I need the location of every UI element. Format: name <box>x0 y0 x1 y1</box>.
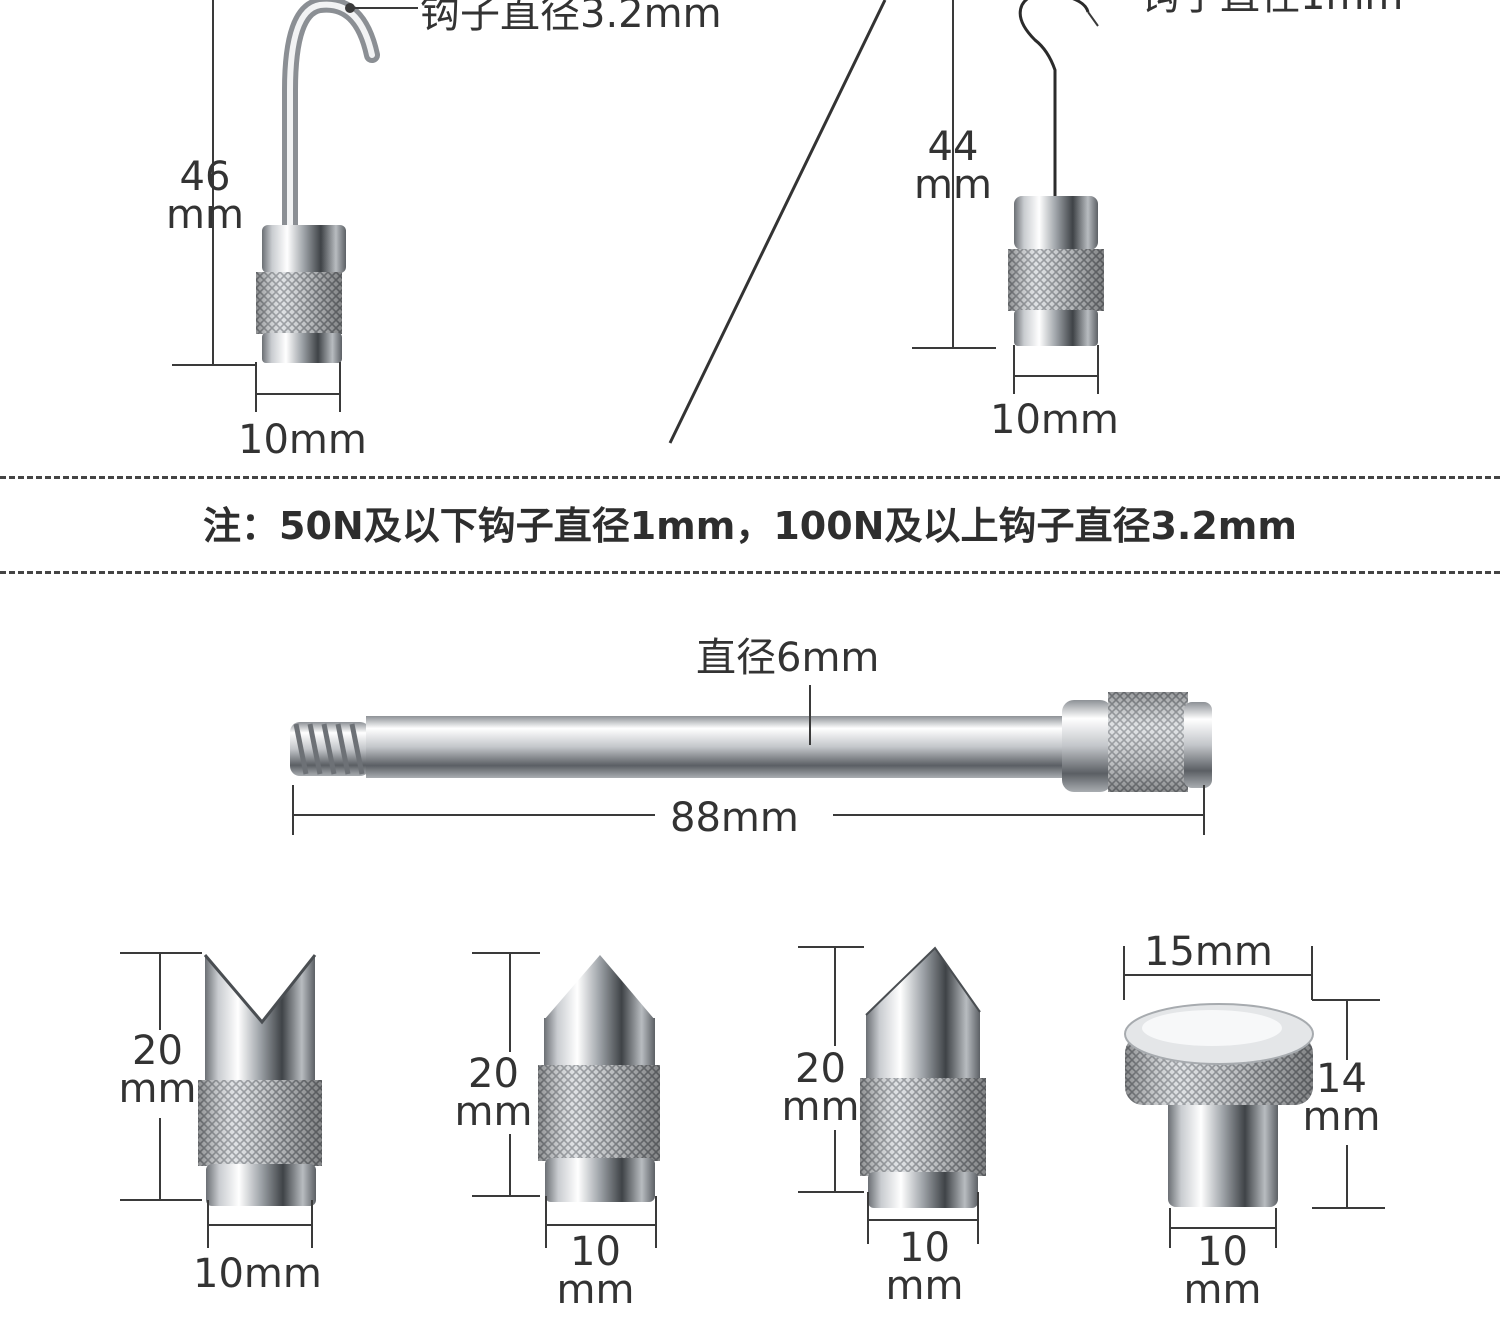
chisel-dimension-lines <box>798 946 979 1244</box>
v-groove-dimension-lines <box>120 952 313 1248</box>
v-groove-head <box>198 954 322 1206</box>
cone-height-label: 20 mm <box>446 1051 541 1135</box>
diagonal-divider <box>668 0 887 444</box>
note-text: 注：50N及以下钩子直径1mm，100N及以上钩子直径3.2mm <box>203 504 1297 548</box>
large-hook-height-value: 46 <box>179 154 231 200</box>
cone-width-label: 10 mm <box>548 1229 643 1313</box>
large-hook-width-label: 10mm <box>238 417 367 463</box>
divider-top <box>0 476 1500 479</box>
cone-dimension-lines <box>472 952 657 1248</box>
small-hook-dimension-lines <box>912 0 1099 394</box>
flat-head-width-label: 10 mm <box>1175 1229 1270 1313</box>
chisel-width-value: 10 <box>899 1225 950 1271</box>
extension-rod <box>290 692 1212 792</box>
flat-head-top-width-label: 15mm <box>1144 929 1273 975</box>
v-groove-width-label: 10mm <box>193 1251 322 1297</box>
flat-head-width-value: 10 <box>1197 1229 1248 1275</box>
flat-head-height-label: 14 mm <box>1294 1056 1389 1140</box>
chisel-width-label: 10 mm <box>877 1225 972 1309</box>
small-hook-width-label: 10mm <box>990 397 1119 443</box>
rod-dimension-lines <box>292 685 1205 835</box>
divider-bottom <box>0 571 1500 574</box>
flat-head <box>1124 1003 1314 1207</box>
cone-height-value: 20 <box>468 1051 519 1097</box>
v-groove-height-value: 20 <box>132 1028 183 1074</box>
chisel-head <box>860 946 986 1208</box>
cone-head <box>538 955 660 1202</box>
chisel-height-value: 20 <box>795 1046 846 1092</box>
chisel-width-unit: mm <box>885 1263 964 1309</box>
rod-length-label: 88mm <box>670 795 799 841</box>
cone-width-unit: mm <box>556 1267 635 1313</box>
chisel-height-label: 20 mm <box>773 1046 868 1130</box>
small-hook-height-label: 44 mm <box>908 124 998 208</box>
flat-head-height-unit: mm <box>1302 1094 1381 1140</box>
cone-height-unit: mm <box>454 1089 533 1135</box>
large-hook-height-label: 46 mm <box>160 154 250 238</box>
flat-head-height-value: 14 <box>1316 1056 1367 1102</box>
small-hook-diameter-label: 钩子直径1mm <box>1140 0 1403 16</box>
large-hook-diameter-label: 钩子直径3.2mm <box>420 0 722 37</box>
flat-head-dimension-lines <box>1123 946 1385 1248</box>
small-hook-height-unit: mm <box>914 162 992 208</box>
small-hook-attachment <box>1008 0 1104 346</box>
cone-width-value: 10 <box>570 1229 621 1275</box>
rod-diameter-label: 直径6mm <box>696 635 880 681</box>
v-groove-height-label: 20 mm <box>110 1028 205 1112</box>
chisel-height-unit: mm <box>781 1084 860 1130</box>
small-hook-height-value: 44 <box>927 124 979 170</box>
flat-head-width-unit: mm <box>1183 1267 1262 1313</box>
v-groove-height-unit: mm <box>118 1066 197 1112</box>
large-hook-dimension-lines <box>172 0 418 412</box>
large-hook-height-unit: mm <box>166 192 244 238</box>
large-hook-attachment <box>256 0 380 363</box>
